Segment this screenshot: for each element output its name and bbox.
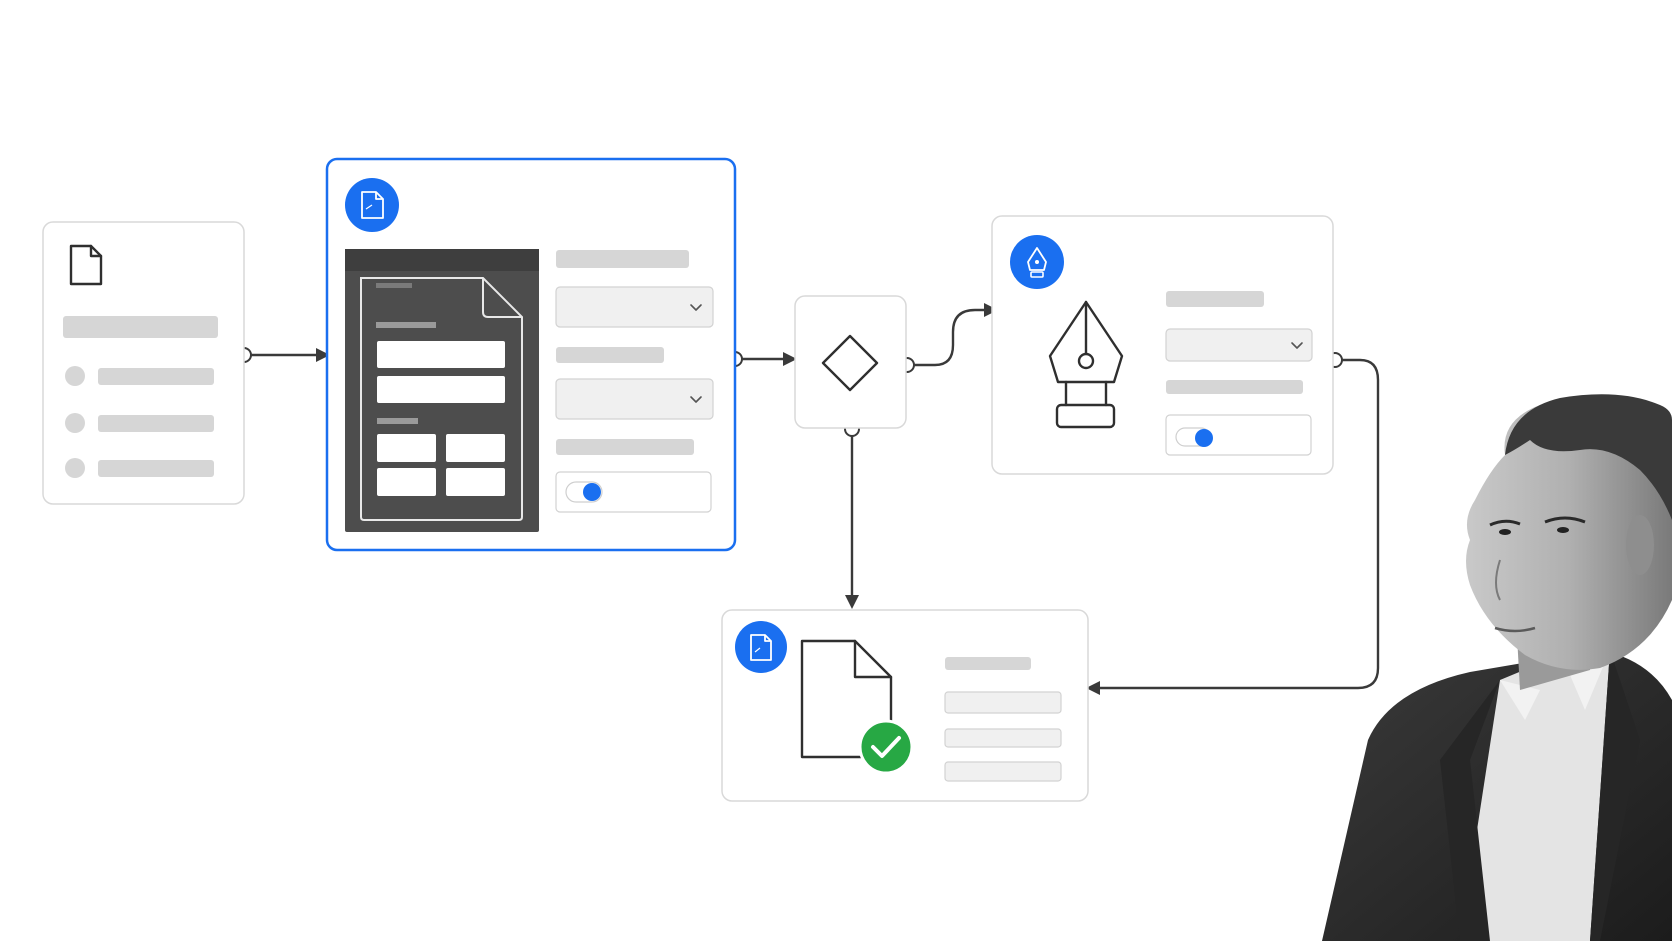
signature-node[interactable] bbox=[991, 215, 1334, 475]
form-field-preview bbox=[377, 376, 505, 403]
approved-field[interactable] bbox=[944, 728, 1062, 748]
signature-card[interactable] bbox=[991, 215, 1334, 475]
form-field-preview bbox=[377, 434, 436, 462]
document-icon bbox=[361, 191, 384, 219]
form-field-preview bbox=[446, 434, 505, 462]
connector-decision-to-signature bbox=[907, 308, 985, 367]
setting-label-placeholder bbox=[556, 439, 694, 455]
list-item bbox=[98, 460, 214, 477]
setting-label-placeholder bbox=[556, 347, 664, 363]
approved-field[interactable] bbox=[944, 691, 1062, 714]
document-icon bbox=[750, 634, 772, 661]
list-bullet bbox=[65, 413, 85, 433]
approved-field[interactable] bbox=[944, 761, 1062, 782]
list-item bbox=[98, 415, 214, 432]
form-preview-panel bbox=[345, 249, 539, 532]
form-editor-node[interactable] bbox=[325, 157, 737, 552]
person-photo bbox=[1322, 394, 1672, 941]
list-bullet bbox=[65, 366, 85, 386]
form-field-preview bbox=[446, 468, 505, 496]
decision-node[interactable] bbox=[794, 295, 907, 429]
signature-dropdown[interactable] bbox=[1165, 328, 1313, 362]
arrowhead bbox=[1086, 681, 1100, 695]
arrowhead bbox=[316, 348, 330, 362]
hair bbox=[1505, 394, 1672, 520]
source-title-placeholder bbox=[63, 316, 218, 338]
form-badge bbox=[345, 178, 399, 232]
form-dropdown-1[interactable] bbox=[555, 286, 714, 328]
source-node[interactable] bbox=[42, 221, 245, 505]
pen-nib-badge bbox=[1010, 235, 1064, 289]
form-dropdown-2[interactable] bbox=[555, 378, 714, 420]
decision-card[interactable] bbox=[794, 295, 907, 429]
setting-label-placeholder bbox=[1166, 380, 1303, 394]
chevron-down-icon bbox=[1291, 342, 1303, 349]
approved-node[interactable] bbox=[721, 609, 1089, 802]
connector-signature-to-approved bbox=[1100, 358, 1380, 690]
form-field-preview bbox=[377, 468, 436, 496]
form-field-preview bbox=[377, 341, 505, 368]
list-bullet bbox=[65, 458, 85, 478]
setting-label-placeholder bbox=[556, 250, 689, 268]
document-check-icon bbox=[800, 639, 914, 775]
setting-label-placeholder bbox=[1166, 291, 1264, 307]
approved-badge bbox=[735, 621, 787, 673]
signature-toggle-knob[interactable] bbox=[1195, 429, 1213, 447]
form-toggle-knob[interactable] bbox=[583, 483, 601, 501]
check-circle-icon bbox=[858, 719, 914, 775]
face bbox=[1466, 399, 1672, 670]
arrowhead bbox=[984, 303, 998, 317]
signature-toggle-field[interactable] bbox=[1165, 414, 1312, 456]
arrowhead bbox=[783, 352, 797, 366]
setting-label-placeholder bbox=[945, 657, 1031, 670]
form-toggle-field[interactable] bbox=[555, 471, 712, 513]
list-item bbox=[98, 368, 214, 385]
chevron-down-icon bbox=[690, 304, 702, 311]
shirt bbox=[1460, 650, 1610, 941]
fountain-pen-icon bbox=[1048, 300, 1124, 429]
document-icon bbox=[69, 244, 103, 286]
pen-nib-icon bbox=[1027, 247, 1047, 278]
source-card[interactable] bbox=[42, 221, 245, 505]
diamond-icon bbox=[821, 334, 879, 392]
chevron-down-icon bbox=[690, 396, 702, 403]
arrowhead bbox=[845, 595, 859, 609]
